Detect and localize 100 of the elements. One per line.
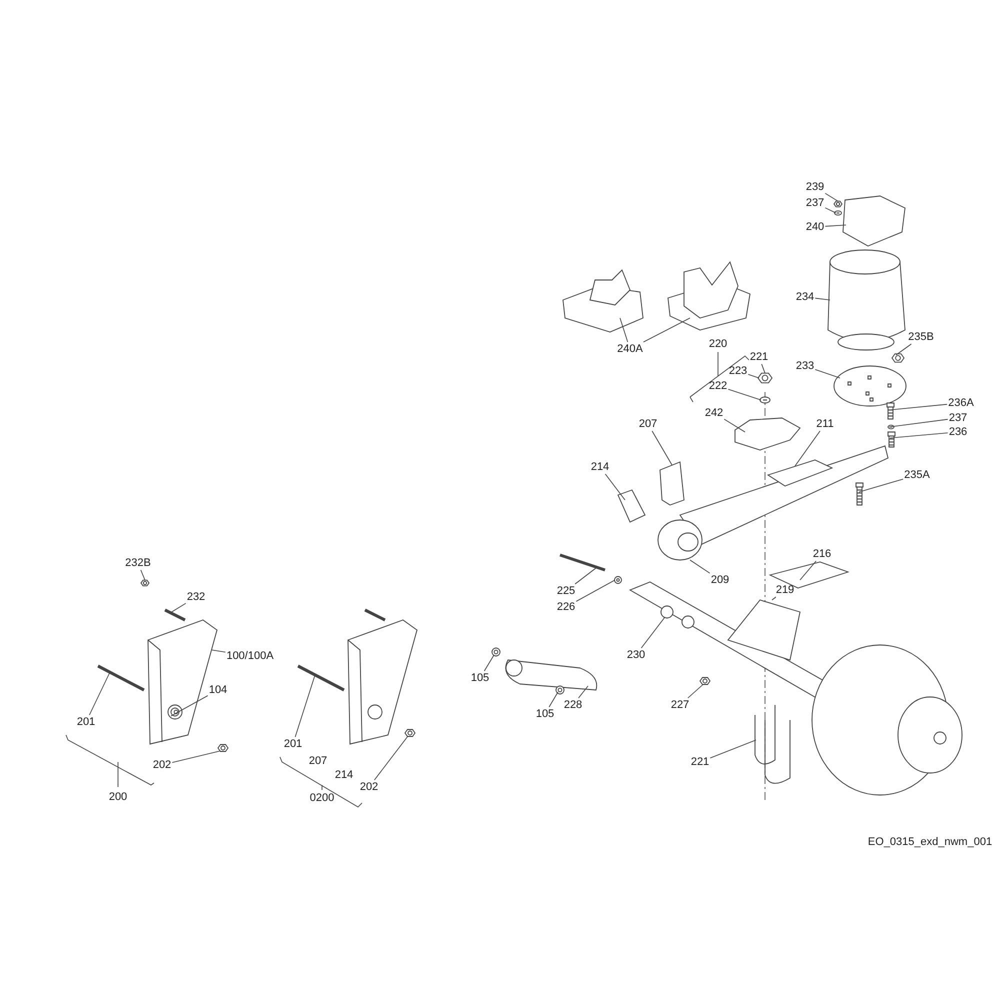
callout-number: 219 bbox=[776, 584, 794, 596]
bushing bbox=[556, 686, 564, 694]
bolt bbox=[886, 402, 894, 420]
callout-number: 0200 bbox=[310, 792, 334, 804]
callout-number: 202 bbox=[360, 781, 378, 793]
bushing bbox=[617, 489, 646, 523]
callout-number: 214 bbox=[334, 769, 354, 781]
callout-number: 232 bbox=[186, 591, 206, 603]
leader-line bbox=[690, 560, 710, 574]
callout-number: 235A bbox=[904, 469, 930, 481]
leader-line bbox=[761, 364, 766, 374]
callout-number: 227 bbox=[670, 699, 690, 711]
leader-line bbox=[824, 224, 846, 227]
nut bbox=[834, 200, 842, 208]
leader-line bbox=[710, 740, 756, 758]
callout-number: 228 bbox=[564, 699, 582, 711]
callout-number: 100/100A bbox=[226, 650, 274, 662]
leader-line bbox=[888, 404, 948, 410]
leader-line bbox=[170, 695, 208, 716]
spacer-plate bbox=[766, 460, 834, 486]
callout-number: 240 bbox=[806, 221, 824, 233]
callout-number: 234 bbox=[796, 291, 814, 303]
leader-line bbox=[212, 650, 226, 652]
leader-line bbox=[374, 736, 408, 780]
bolt bbox=[97, 664, 145, 692]
bolt bbox=[560, 554, 606, 572]
callout-number: 221 bbox=[750, 351, 768, 363]
callout-number: 236 bbox=[948, 426, 968, 438]
shock-absorber bbox=[505, 660, 598, 690]
leader-line bbox=[576, 580, 616, 602]
u-bolt bbox=[754, 704, 790, 784]
bolt bbox=[856, 482, 864, 506]
bushing bbox=[492, 648, 500, 656]
bolt bbox=[297, 664, 345, 692]
leader-line bbox=[888, 418, 948, 428]
leader-line bbox=[640, 616, 666, 648]
air-spring-bellows bbox=[828, 250, 906, 350]
callout-number: 223 bbox=[728, 365, 748, 377]
leader-line bbox=[89, 672, 110, 716]
leader-line bbox=[548, 692, 558, 708]
washer bbox=[614, 576, 622, 584]
leader-line bbox=[800, 560, 816, 580]
leader-line bbox=[172, 750, 220, 763]
leader-line bbox=[814, 369, 840, 378]
nut bbox=[892, 353, 904, 363]
leader-line bbox=[294, 674, 316, 738]
callout-number: 211 bbox=[816, 418, 834, 430]
nut bbox=[218, 744, 228, 752]
leader-line bbox=[728, 388, 762, 400]
callout-number: 240A bbox=[617, 343, 643, 355]
callout-number: 222 bbox=[708, 380, 728, 392]
bolt bbox=[888, 432, 896, 448]
callout-number: 233 bbox=[796, 360, 814, 372]
nut bbox=[758, 372, 772, 384]
leader-line bbox=[688, 684, 704, 698]
callout-number: 230 bbox=[626, 649, 646, 661]
callout-number: 104 bbox=[208, 684, 228, 696]
mounting-plate bbox=[842, 196, 906, 246]
leader-line bbox=[574, 568, 596, 584]
callout-number: 200 bbox=[108, 791, 128, 803]
callout-number: 105 bbox=[536, 708, 554, 720]
callout-number: 221 bbox=[690, 756, 710, 768]
callout-number: 237 bbox=[806, 197, 824, 209]
washer bbox=[834, 210, 842, 216]
leader-line bbox=[604, 474, 626, 500]
leader-line bbox=[794, 430, 820, 466]
nut bbox=[404, 729, 416, 737]
callout-number: 220 bbox=[708, 338, 728, 350]
callout-number: 201 bbox=[76, 716, 96, 728]
callout-number: 207 bbox=[638, 418, 658, 430]
leader-line bbox=[484, 654, 494, 672]
leader-line bbox=[890, 432, 948, 438]
leader-line bbox=[896, 344, 912, 356]
callout-number: 202 bbox=[152, 759, 172, 771]
axle-seat bbox=[727, 599, 801, 661]
leader-line bbox=[858, 478, 904, 492]
leader-line bbox=[652, 430, 672, 466]
leader-line bbox=[724, 418, 746, 432]
callout-number: 209 bbox=[710, 574, 730, 586]
callout-number: 226 bbox=[556, 601, 576, 613]
callout-number: 236A bbox=[948, 397, 974, 409]
leader-line bbox=[643, 318, 690, 342]
nut bbox=[700, 677, 710, 685]
leader-line bbox=[170, 602, 186, 614]
callout-number: 105 bbox=[470, 672, 490, 684]
callout-number: 214 bbox=[590, 461, 610, 473]
leader-line bbox=[748, 374, 760, 378]
callout-number: 235B bbox=[908, 331, 934, 343]
nut bbox=[140, 580, 150, 586]
leader-line bbox=[578, 686, 588, 698]
callout-number: 225 bbox=[556, 585, 576, 597]
callout-number: 216 bbox=[812, 548, 832, 560]
mounting-bracket bbox=[562, 269, 644, 332]
disc-plate bbox=[834, 366, 906, 406]
callout-number: 239 bbox=[806, 181, 824, 193]
leader-line bbox=[772, 596, 776, 600]
mounting-bracket bbox=[668, 261, 750, 330]
callout-number: 207 bbox=[308, 755, 328, 767]
callout-number: 242 bbox=[704, 407, 724, 419]
washer bbox=[888, 424, 894, 430]
